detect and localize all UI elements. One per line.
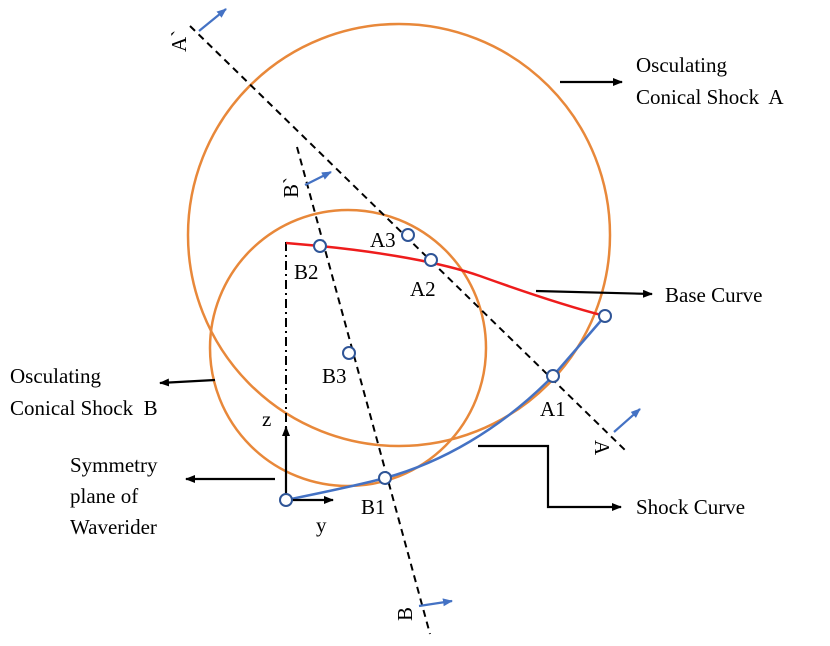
callout-shock-curve: Shock Curve (636, 495, 745, 519)
point-b1 (378, 471, 392, 485)
label-a2: A2 (410, 277, 436, 301)
callout-arrow-shock-curve (478, 444, 622, 511)
callout-arrow-shock-b (159, 378, 216, 387)
callout-base-curve: Base Curve (665, 283, 762, 307)
osculating-conical-shock-a-circle (186, 22, 612, 448)
callout-symmetry-line3: Waverider (70, 515, 157, 539)
label-plane-a-top: A` (167, 30, 191, 52)
osculating-plane-b-line (296, 146, 431, 635)
label-b1: B1 (361, 495, 386, 519)
axis-y-label: y (316, 513, 327, 537)
base-curve (285, 241, 606, 318)
base-curve-end-point (598, 309, 612, 323)
point-a3 (401, 228, 415, 242)
axis-z-label: z (262, 407, 271, 431)
callout-symmetry-line1: Symmetry (70, 453, 158, 477)
callout-shock-a-line1: Osculating (636, 53, 727, 77)
label-a1: A1 (540, 397, 566, 421)
label-a3: A3 (370, 228, 396, 252)
callout-symmetry-line2: plane of (70, 484, 138, 508)
plane-a-top-normal-arrow (198, 8, 227, 32)
shock-curve (285, 315, 606, 502)
label-plane-b-bottom: B (393, 607, 417, 621)
point-b2 (313, 239, 327, 253)
plane-b-bottom-normal-arrow (418, 598, 453, 608)
point-a1 (546, 369, 560, 383)
label-b2: B2 (294, 260, 319, 284)
plane-a-bottom-normal-arrow (613, 408, 641, 433)
callout-shock-a-line2: Conical Shock A (636, 85, 784, 109)
point-a2 (424, 253, 438, 267)
point-b3 (342, 346, 356, 360)
callout-arrow-base-curve (535, 289, 653, 298)
label-b3: B3 (322, 364, 347, 388)
label-plane-b-top: B` (279, 177, 303, 198)
plane-b-top-normal-arrow (304, 171, 332, 186)
origin-point (279, 493, 293, 507)
callout-shock-b-line2: Conical Shock B (10, 396, 158, 420)
label-plane-a-bottom: A (590, 440, 614, 456)
callout-shock-b-line1: Osculating (10, 364, 101, 388)
